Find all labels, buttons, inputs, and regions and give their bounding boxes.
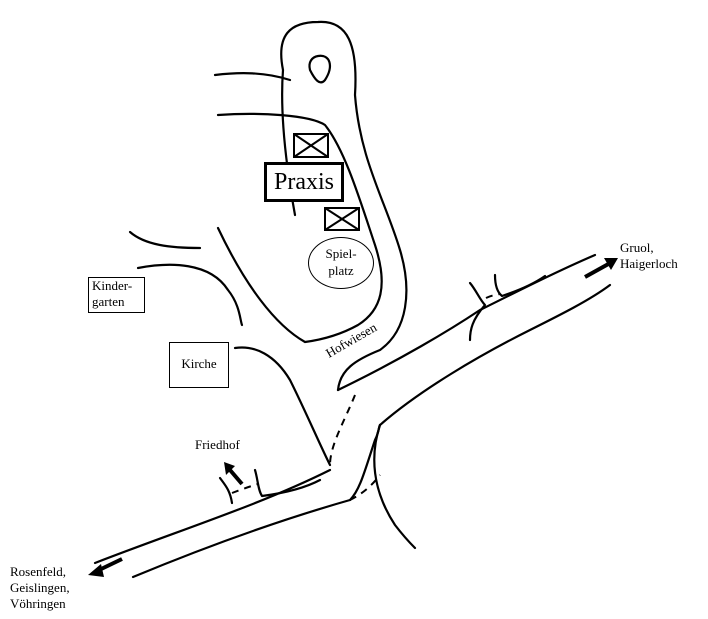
friedhof-label: Friedhof bbox=[195, 437, 240, 452]
road-south-branch-right bbox=[373, 423, 417, 550]
parking-icon bbox=[324, 207, 360, 231]
footpath-friedhof bbox=[231, 483, 259, 494]
footpath-hofwiesen bbox=[329, 394, 356, 466]
arrow-icon bbox=[224, 462, 244, 486]
kindergarten-line-1: Kinder- bbox=[92, 278, 133, 293]
kindergarten-label: Kinder- garten bbox=[88, 277, 145, 313]
road-side-2 bbox=[493, 273, 547, 298]
road-praxis-street-upper bbox=[216, 112, 383, 344]
road-main-east-upper bbox=[336, 253, 597, 392]
kirche-label: Kirche bbox=[169, 342, 229, 388]
road-main-west-upper bbox=[93, 468, 332, 565]
destination-sw-line-1: Rosenfeld, bbox=[10, 564, 66, 579]
kindergarten-line-2: garten bbox=[92, 294, 125, 309]
road-main-west-lower bbox=[131, 498, 352, 579]
spielplatz-line-2: platz bbox=[328, 263, 354, 278]
arrow-icon bbox=[584, 258, 618, 279]
destination-sw-line-2: Geislingen, bbox=[10, 580, 70, 595]
road-friedhof-2 bbox=[253, 468, 322, 498]
road-kindergarten-1 bbox=[128, 230, 202, 250]
parking-icon bbox=[293, 133, 329, 158]
spielplatz-label: Spiel- platz bbox=[308, 237, 374, 289]
destination-sw-line-3: Vöhringen bbox=[10, 596, 66, 611]
road-friedhof-1 bbox=[218, 476, 234, 505]
road-island bbox=[308, 54, 331, 84]
footpath-south bbox=[349, 474, 381, 501]
praxis-label: Praxis bbox=[264, 162, 344, 202]
destination-north-east: Gruol, Haigerloch bbox=[620, 240, 678, 272]
road-main-east-lower bbox=[378, 283, 612, 427]
footpath-gruol bbox=[485, 293, 501, 299]
arrow-icon bbox=[88, 557, 123, 577]
road-kindergarten-2 bbox=[136, 263, 244, 327]
spielplatz-line-1: Spiel- bbox=[325, 246, 357, 261]
road-kirche-street bbox=[233, 346, 332, 467]
destination-south-west: Rosenfeld, Geislingen, Vöhringen bbox=[10, 564, 70, 612]
destination-ne-line-1: Gruol, bbox=[620, 240, 654, 255]
road-south-branch-left bbox=[348, 423, 382, 502]
road-side-1 bbox=[468, 281, 487, 342]
destination-ne-line-2: Haigerloch bbox=[620, 256, 678, 271]
road-loop-inner-top bbox=[213, 72, 292, 82]
